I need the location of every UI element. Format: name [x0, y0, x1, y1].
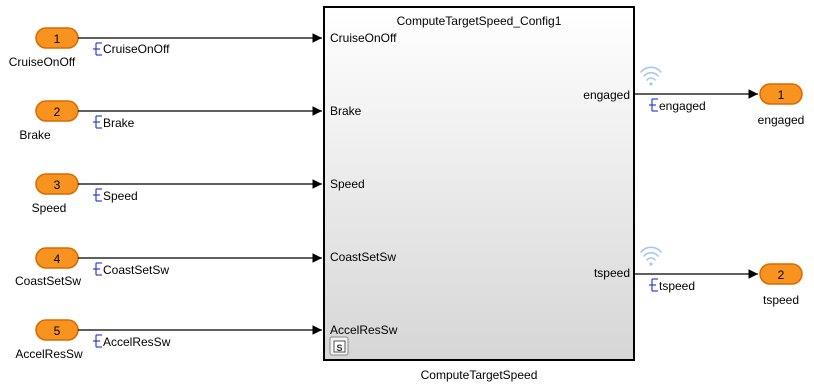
inport-block-1[interactable]: 1 CruiseOnOff — [9, 27, 79, 69]
wireless-icon — [640, 66, 662, 86]
inport-block-5[interactable]: 5 AccelResSw — [15, 319, 83, 361]
signal-label: engaged — [659, 99, 706, 113]
signal-label: Speed — [103, 189, 138, 203]
inport-name: Brake — [19, 128, 51, 142]
inport-name: CruiseOnOff — [9, 55, 76, 69]
signal-tag-icon — [649, 278, 658, 292]
inport-name: Speed — [32, 201, 67, 215]
signal-tag-icon — [93, 115, 102, 129]
signal-label: CruiseOnOff — [103, 42, 170, 56]
subsystem-input-label-1: CruiseOnOff — [330, 31, 397, 45]
inport-block-3[interactable]: 3 Speed — [32, 173, 79, 215]
outport-block-1[interactable]: 1 engaged — [758, 83, 805, 127]
inport-number: 4 — [54, 252, 61, 266]
subsystem-block[interactable]: ComputeTargetSpeed_Config1 CruiseOnOff B… — [323, 6, 662, 382]
signal-tag-icon — [93, 188, 102, 202]
subsystem-input-label-3: Speed — [330, 177, 365, 191]
outport-name: engaged — [758, 113, 805, 127]
signal-tag-icon — [93, 262, 102, 276]
inport-block-4[interactable]: 4 CoastSetSw — [15, 247, 81, 288]
subsystem-output-label-2: tspeed — [594, 266, 630, 280]
signal-label: tspeed — [659, 279, 695, 293]
outport-name: tspeed — [763, 293, 799, 307]
inport-name: CoastSetSw — [15, 274, 81, 288]
outport-block-2[interactable]: 2 tspeed — [759, 263, 803, 307]
subsystem-title: ComputeTargetSpeed_Config1 — [397, 14, 562, 28]
subsystem-badge-label: S — [336, 343, 342, 353]
subsystem-output-label-1: engaged — [583, 88, 630, 102]
inport-name: AccelResSw — [15, 347, 83, 361]
inport-block-2[interactable]: 2 Brake — [19, 100, 79, 142]
subsystem-s-badge-icon[interactable]: S — [329, 336, 349, 356]
subsystem-name: ComputeTargetSpeed — [421, 368, 538, 382]
signal-label: AccelResSw — [103, 335, 171, 349]
wireless-icon — [640, 246, 662, 266]
inport-number: 5 — [54, 324, 61, 338]
inport-number: 2 — [54, 105, 61, 119]
subsystem-input-label-5: AccelResSw — [330, 323, 398, 337]
outport-number: 2 — [778, 268, 785, 282]
signal-tag-icon — [93, 334, 102, 348]
signal-tag-icon — [649, 98, 658, 112]
subsystem-input-label-4: CoastSetSw — [330, 250, 396, 264]
signal-tag-icon — [93, 42, 102, 56]
outport-number: 1 — [778, 88, 785, 102]
signal-label: CoastSetSw — [103, 263, 169, 277]
inport-number: 3 — [54, 178, 61, 192]
subsystem-input-label-2: Brake — [330, 104, 362, 118]
signal-label: Brake — [103, 116, 135, 130]
inport-number: 1 — [54, 32, 61, 46]
subsystem-body[interactable] — [323, 6, 635, 361]
